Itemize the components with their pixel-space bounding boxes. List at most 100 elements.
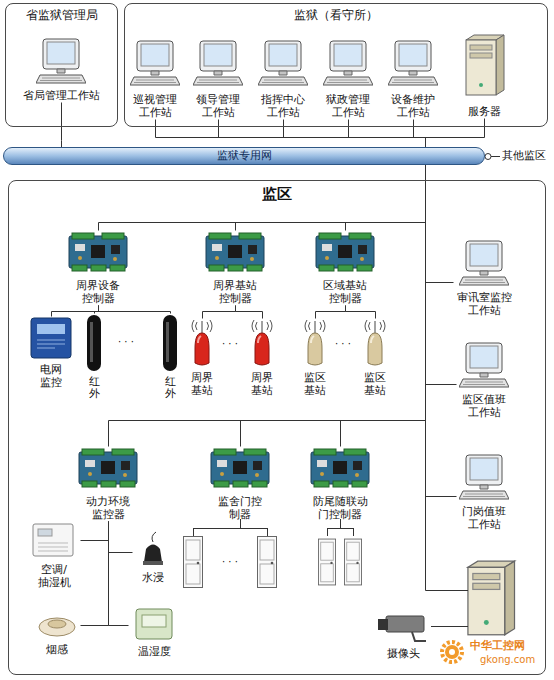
workstation-icon <box>388 41 438 85</box>
zone-group: 监区周界设备 控制器周界基站 控制器区域基站 控制器电网 监控红外红外周界 基站… <box>8 180 546 675</box>
camera: 摄像头 <box>376 612 430 660</box>
network-line <box>99 166 426 231</box>
zone-beacon: 监区 基站 <box>353 318 397 397</box>
door-wire <box>193 519 354 536</box>
controller: 周界设备 控制器 <box>66 230 130 305</box>
aircon-icon <box>33 524 73 556</box>
ellipsis: · · · <box>222 338 238 350</box>
node-label: 动力环境 监控器 <box>86 495 130 521</box>
network-end <box>485 154 491 160</box>
controller-board <box>311 449 369 487</box>
zone-beacon: 监区 基站 <box>293 318 337 397</box>
network-line <box>203 306 236 319</box>
prison-group: 监狱（看守所）巡视管理 工作站领导管理 工作站指挥中心 工作站狱政管理 工作站设… <box>124 3 548 127</box>
agency-group: 省监狱管理局省局管理工作站 <box>5 3 118 127</box>
watermark: gkong.com <box>480 654 535 666</box>
water-sensor-icon <box>143 532 163 565</box>
network-line <box>426 119 485 148</box>
controller-board <box>69 233 127 271</box>
workstation: 监区值班 工作站 <box>456 340 512 419</box>
group-title: 省监狱管理局 <box>26 8 98 22</box>
controller: 防尾随联动 门控制器 <box>308 446 372 521</box>
node-label: 周界基站 控制器 <box>213 279 257 305</box>
network-line <box>81 522 109 541</box>
network-line <box>95 306 99 314</box>
workstation: 巡视管理 工作站 <box>127 38 183 119</box>
perimeter-beacon-icon <box>252 320 272 365</box>
watermark-gear <box>442 642 462 662</box>
network-line <box>316 306 346 319</box>
server-icon <box>468 561 515 635</box>
network-line <box>241 166 426 447</box>
controller: 区域基站 控制器 <box>313 230 377 305</box>
server-icon <box>466 35 504 95</box>
server: 服务器 <box>455 30 513 118</box>
node-label: 服务器 <box>468 105 501 118</box>
ellipsis: · · · <box>222 556 238 568</box>
smoke-sensor-icon <box>39 618 75 636</box>
network-line <box>426 166 457 497</box>
network-line <box>61 103 62 148</box>
node-label: 温湿度 <box>138 645 171 658</box>
network-wire <box>426 157 501 627</box>
network-line <box>349 120 426 148</box>
node-label: 门岗值班 工作站 <box>462 505 506 531</box>
infrared-icon <box>87 315 177 371</box>
workstation: 审讯室监控 工作站 <box>454 238 515 317</box>
workstation-icon <box>459 343 509 387</box>
controller: 周界基站 控制器 <box>203 230 267 305</box>
watermark: 中华工控网 <box>470 639 525 652</box>
perimeter-beacon-icon <box>192 320 212 365</box>
aircon: 空调/ 抽湿机 <box>28 522 80 589</box>
workstation: 门岗值班 工作站 <box>456 452 512 531</box>
node-label: 监区 基站 <box>304 371 326 397</box>
network-name: 监狱专用网 <box>217 149 272 162</box>
node-label: 审讯室监控 工作站 <box>457 291 512 317</box>
workstation-icon <box>323 41 373 85</box>
workstation: 指挥中心 工作站 <box>255 38 311 119</box>
node-label: 摄像头 <box>387 647 420 660</box>
fence-monitor-icon <box>31 318 71 358</box>
camera-icon <box>378 616 426 641</box>
infrared-sensor: 红外 <box>84 313 104 400</box>
infrared-sensor: 红外 <box>160 313 180 400</box>
network-line <box>284 120 426 148</box>
node-label: 设备维护 工作站 <box>391 93 435 119</box>
fence-monitor: 电网 监控 <box>25 316 77 389</box>
node-label: 领导管理 工作站 <box>196 93 240 119</box>
node-label: 电网 监控 <box>40 363 62 389</box>
node-label: 监区值班 工作站 <box>462 393 506 419</box>
network-line <box>109 522 129 626</box>
node-label: 水浸 <box>142 571 164 584</box>
door-icon <box>318 539 335 585</box>
door-icon <box>184 537 203 588</box>
group-title: 监区 <box>262 185 292 203</box>
ellipsis: · · · <box>118 336 134 348</box>
workstation: 狱政管理 工作站 <box>320 38 376 119</box>
node-label: 烟感 <box>46 643 68 656</box>
network-line <box>426 166 457 385</box>
controller-board <box>206 233 264 271</box>
node-label: 指挥中心 工作站 <box>261 93 305 119</box>
network-line <box>81 522 109 626</box>
node-label: 监舍门控 制器 <box>218 495 262 521</box>
node-label: 监区 基站 <box>364 371 386 397</box>
network-line <box>52 306 99 317</box>
zone-beacon-icon <box>305 320 325 365</box>
network-line <box>346 306 376 319</box>
node-label: 省局管理工作站 <box>23 89 100 102</box>
ellipsis: · · · <box>335 338 351 350</box>
workstation-icon <box>130 41 180 85</box>
controller-board <box>316 233 374 271</box>
network-line <box>346 166 426 231</box>
controller-board <box>211 449 269 487</box>
network-line <box>109 522 133 553</box>
network-label: 其他监区 <box>502 149 546 162</box>
network-line <box>99 306 171 314</box>
network-line <box>426 166 454 283</box>
workstation-icon <box>258 41 308 85</box>
node-label: 狱政管理 工作站 <box>326 93 370 119</box>
workstation-icon <box>36 39 86 83</box>
node-label: 红外 <box>165 376 176 400</box>
controller: 动力环境 监控器 <box>76 446 140 521</box>
